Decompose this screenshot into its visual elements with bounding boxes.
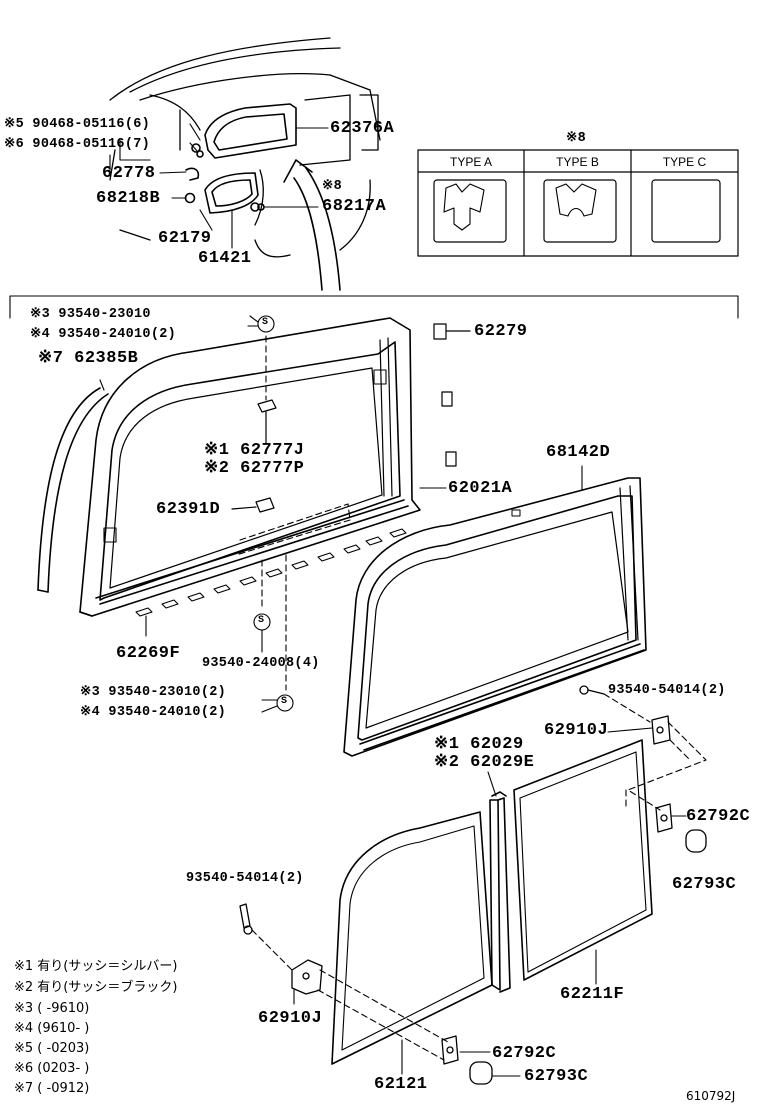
label-62179: 62179 [158, 229, 212, 248]
note-3: ※3 ( -9610) [14, 1001, 90, 1016]
label-93540-54014-upper: 93540-54014(2) [608, 683, 726, 698]
label-62391D: 62391D [156, 500, 221, 519]
label-93540-23010: ※3 93540-23010 [30, 307, 151, 322]
fasteners-top [184, 143, 265, 212]
label-68218B: 68218B [96, 189, 161, 208]
label-62279: 62279 [474, 322, 528, 341]
s-mark-1: S [262, 317, 269, 328]
dashed-guides-right [603, 693, 707, 811]
part-68142D [343, 465, 647, 757]
label-62376A: 62376A [330, 119, 395, 138]
s-mark-2: S [258, 615, 265, 626]
part-62121 [331, 811, 493, 1075]
label-62211F: 62211F [560, 985, 625, 1004]
label-62793C-lower: 62793C [524, 1067, 589, 1086]
label-93540-23010-2: ※3 93540-23010(2) [80, 685, 227, 700]
label-62121: 62121 [374, 1075, 428, 1094]
label-61421: 61421 [198, 249, 252, 268]
label-90468-05116-7: ※6 90468-05116(7) [4, 137, 151, 152]
note-7: ※7 ( -0912) [14, 1081, 90, 1096]
note-5: ※5 ( -0203) [14, 1041, 90, 1056]
label-93540-24010: ※4 93540-24010(2) [30, 327, 177, 342]
type-b-header: TYPE B [556, 155, 599, 169]
part-62385B [37, 379, 109, 593]
part-61421 [204, 172, 259, 214]
note-2: ※2 有り(サッシ＝ブラック) [14, 980, 178, 995]
note-6: ※6 (0203- ) [14, 1061, 90, 1076]
part-62029 [487, 771, 511, 993]
part-62792C-lower [441, 1035, 491, 1065]
part-62211F [513, 739, 653, 985]
arrow-to-types [283, 159, 341, 291]
type-a-clip [433, 179, 507, 243]
type-a-header: TYPE A [449, 155, 493, 169]
diagram-id: 610792J [686, 1089, 736, 1103]
type-table [417, 149, 739, 257]
label-62910J-lower: 62910J [258, 1009, 323, 1028]
vehicle-body-sketch [109, 37, 381, 258]
part-62793C-upper [685, 829, 707, 853]
section-bracket [9, 295, 739, 319]
type-b-clip [543, 179, 617, 243]
part-62021A [79, 317, 421, 617]
label-62021A: 62021A [448, 479, 513, 498]
type-c-header: TYPE C [662, 155, 707, 169]
s-mark-3: S [281, 696, 288, 707]
dashed-guides-lower [251, 929, 449, 1061]
part-62777J [257, 399, 277, 445]
label-62778: 62778 [102, 164, 156, 183]
part-62793C-lower [469, 1061, 521, 1085]
type-c-clip [651, 179, 721, 243]
part-62910J-upper [579, 685, 671, 745]
label-62792C-lower: 62792C [492, 1044, 557, 1063]
label-62029E: ※2 62029E [434, 753, 535, 772]
label-62792C-upper: 62792C [686, 807, 751, 826]
part-62269F-row [135, 528, 407, 637]
label-68217A: 68217A [322, 197, 387, 216]
label-93540-24010-2: ※4 93540-24010(2) [80, 705, 227, 720]
part-62792C-upper [655, 803, 687, 833]
dashed-guides [235, 335, 351, 691]
label-68142D: 68142D [546, 443, 611, 462]
label-62793C-upper: 62793C [672, 875, 737, 894]
label-62777P: ※2 62777P [204, 459, 305, 478]
label-62777J: ※1 62777J [204, 441, 305, 460]
leaders-top [109, 123, 329, 249]
label-note8-b: ※8 [566, 131, 587, 146]
s-marks [247, 315, 294, 713]
part-62376A [204, 103, 297, 159]
label-93540-24008: 93540-24008(4) [202, 656, 320, 671]
part-62391D [231, 497, 275, 513]
label-90468-05116-6: ※5 90468-05116(6) [4, 117, 151, 132]
label-62269F: 62269F [116, 644, 181, 663]
note-4: ※4 (9610- ) [14, 1021, 90, 1036]
note-1: ※1 有り(サッシ＝シルバー) [14, 959, 178, 974]
label-93540-54014-lower: 93540-54014(2) [186, 871, 304, 886]
label-note8-a: ※8 [322, 179, 343, 194]
label-62385B: ※7 62385B [38, 349, 139, 368]
part-62910J-lower [239, 903, 323, 1005]
label-62910J-upper: 62910J [544, 721, 609, 740]
part-62279-pads [433, 323, 471, 467]
label-62029: ※1 62029 [434, 735, 524, 754]
